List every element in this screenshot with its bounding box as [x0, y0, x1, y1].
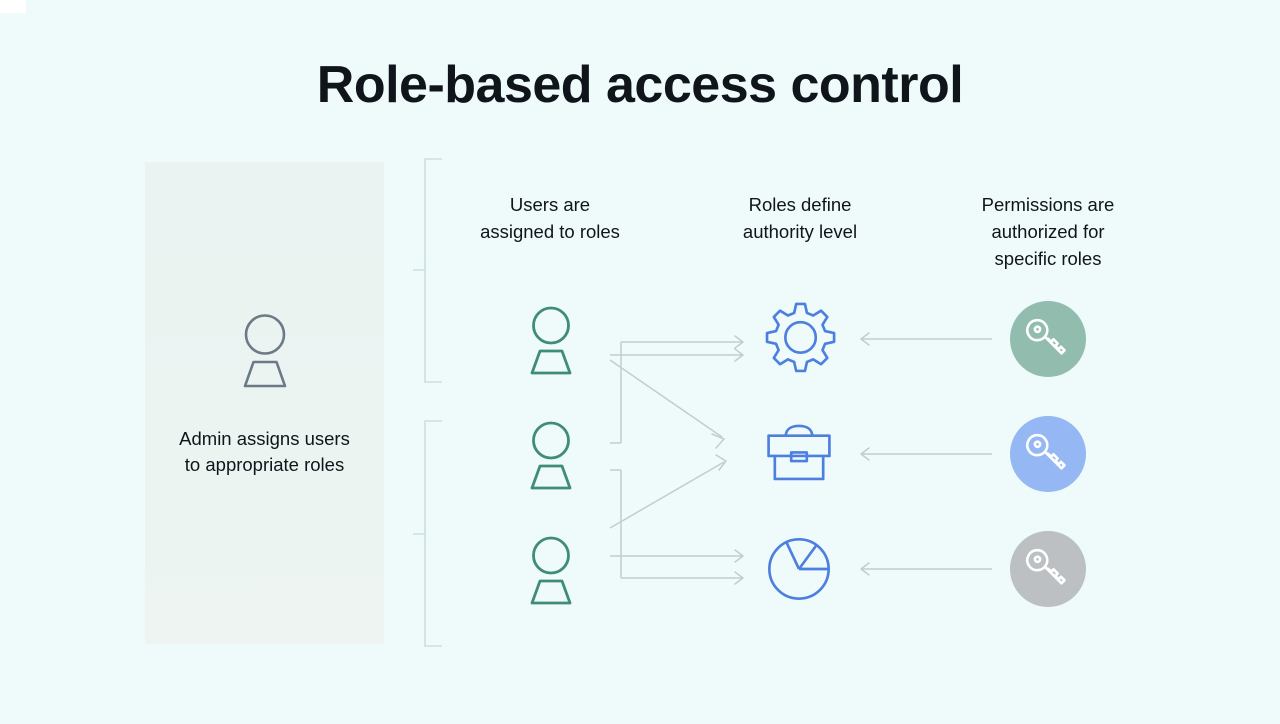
pie-chart-icon[interactable] — [760, 530, 838, 608]
key-icon — [1025, 548, 1066, 585]
admin-caption-line-1: Admin assigns users — [179, 428, 350, 449]
column-header-roles-line-1: Roles define — [748, 194, 852, 215]
column-header-users-line-1: Users are — [509, 194, 591, 215]
gear-icon[interactable] — [760, 300, 838, 378]
user-icon-1[interactable] — [512, 305, 590, 377]
key-icon — [1025, 318, 1066, 355]
permission-to-role-connectors — [860, 332, 992, 576]
permission-badge-2[interactable] — [1010, 416, 1086, 492]
person-icon — [243, 314, 286, 388]
user-to-role-connectors — [609, 335, 744, 585]
column-header-users-line-2: assigned to roles — [480, 221, 620, 242]
admin-caption: Admin assigns users to appropriate roles — [145, 426, 384, 478]
permission-badge-1[interactable] — [1010, 301, 1086, 377]
page-title: Role-based access control — [316, 56, 964, 114]
briefcase-icon[interactable] — [760, 415, 838, 493]
user-icon-2[interactable] — [512, 420, 590, 492]
bracket-bottom — [413, 420, 442, 647]
column-header-users: Users are assigned to roles — [435, 191, 665, 245]
admin-caption-line-2: to appropriate roles — [184, 454, 345, 475]
corner-notch — [0, 0, 26, 13]
key-icon — [1025, 433, 1066, 470]
column-header-roles-line-2: authority level — [742, 221, 858, 242]
permission-badge-3[interactable] — [1010, 531, 1086, 607]
column-header-permissions-line-3: specific roles — [994, 248, 1102, 269]
bracket-top — [413, 158, 442, 383]
admin-panel: Admin assigns users to appropriate roles — [145, 162, 384, 644]
column-header-permissions-line-2: authorized for — [991, 221, 1105, 242]
user-icon-3[interactable] — [512, 535, 590, 607]
column-header-permissions: Permissions are authorized for specific … — [938, 191, 1158, 272]
column-header-roles: Roles define authority level — [690, 191, 910, 245]
column-header-permissions-line-1: Permissions are — [981, 194, 1115, 215]
